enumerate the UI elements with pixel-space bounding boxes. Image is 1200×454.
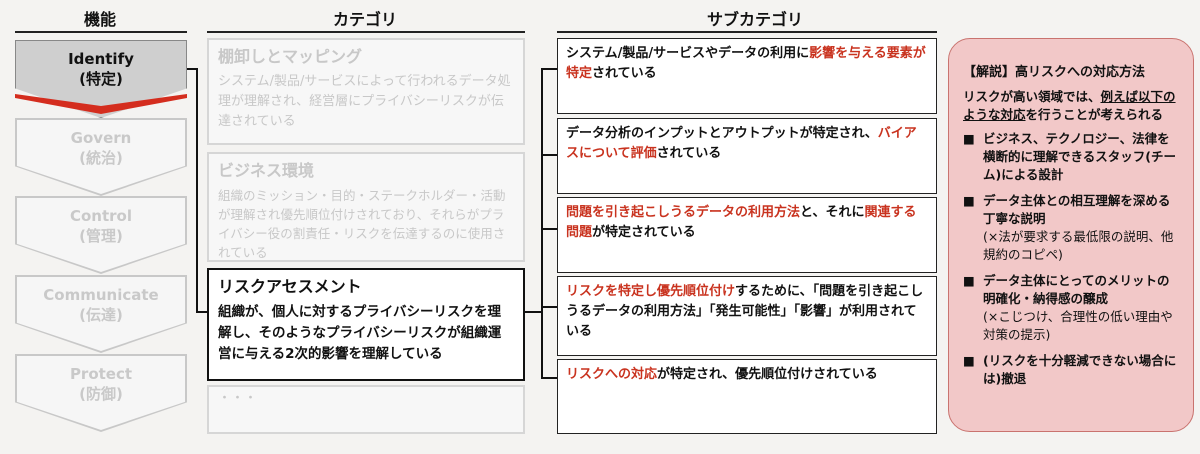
function-govern: Govern (統治) bbox=[15, 118, 187, 196]
category-title: ビジネス環境 bbox=[218, 161, 315, 180]
function-govern-ja: (統治) bbox=[79, 149, 123, 167]
sub-highlight: 問題を引き起こしうるデータの利用方法 bbox=[566, 205, 801, 220]
commentary-panel: 【解説】高リスクへの対応方法 リスクが高い領域では、例えば以下のような対応を行う… bbox=[948, 38, 1194, 432]
connector-sub-vertical bbox=[541, 68, 543, 379]
bullet-icon: ■ bbox=[963, 273, 975, 288]
commentary-intro: リスクが高い領域では、例えば以下のような対応を行うことが考えられる bbox=[963, 88, 1181, 124]
commentary-item: ■ データ主体との相互理解を深める丁寧な説明(×法が要求する最低限の説明、他規約の… bbox=[963, 192, 1181, 264]
category-header: カテゴリ bbox=[332, 10, 397, 29]
connector-sub-4 bbox=[541, 306, 557, 308]
subcategory-risk-prioritization: リスクを特定し優先順位付けするために、「問題を引き起こしうるデータの利用方法」「… bbox=[557, 276, 937, 356]
sub-highlight: バイアスについて評価 bbox=[566, 126, 917, 161]
commentary-item: ■ データ主体にとってのメリットの明確化・納得感の醸成(×こじつけ、合理性の低い理… bbox=[963, 272, 1181, 344]
function-header: 機能 bbox=[83, 10, 116, 29]
category-more: ・・・ bbox=[207, 385, 525, 434]
item-main: データ主体との相互理解を深める丁寧な説明 bbox=[983, 193, 1171, 226]
bullet-icon: ■ bbox=[963, 131, 975, 146]
sub-highlight: 関連する問題 bbox=[566, 205, 917, 240]
category-business-environment: ビジネス環境 組織のミッション・目的・ステークホルダー・活動が理解され優先順位付… bbox=[207, 152, 525, 262]
function-control-en: Control bbox=[69, 207, 132, 225]
connector-sub-2 bbox=[541, 154, 557, 156]
function-protect-en: Protect bbox=[69, 365, 133, 383]
bullet-icon: ■ bbox=[963, 353, 975, 368]
function-identify-en: Identify bbox=[68, 50, 134, 68]
category-title: 棚卸しとマッピング bbox=[218, 47, 363, 66]
function-communicate-en: Communicate bbox=[43, 286, 159, 304]
subcategory-problematic-use: 問題を引き起こしうるデータの利用方法と、それに関連する問題が特定されている bbox=[557, 197, 937, 273]
sub-text: するために、「問題を引き起こしうるデータの利用方法」「発生可能性」「影響」が利用… bbox=[566, 284, 924, 339]
sub-highlight: リスクへの対応 bbox=[566, 367, 658, 382]
intro-underlined: 例えば以下のような対応 bbox=[963, 89, 1176, 122]
item-main: (リスクを十分軽減できない場合には)撤退 bbox=[983, 353, 1177, 386]
item-main: データ主体にとってのメリットの明確化・納得感の醸成 bbox=[983, 273, 1170, 306]
function-control: Control (管理) bbox=[15, 196, 187, 274]
function-identify-ja: (特定) bbox=[79, 70, 123, 88]
function-header-line bbox=[15, 31, 187, 33]
sub-text: と、それに bbox=[800, 205, 865, 220]
sub-highlight: リスクを特定し優先順位付け bbox=[566, 284, 736, 299]
sub-text: が特定され、優先順位付けされている bbox=[657, 367, 878, 382]
sub-text: が特定されている bbox=[592, 225, 696, 240]
connector-cat-stub bbox=[525, 311, 542, 313]
category-risk-assessment: リスクアセスメント 組織が、個人に対するプライバシーリスクを理解し、そのようなプ… bbox=[207, 268, 525, 381]
category-inventory-mapping: 棚卸しとマッピング システム/製品/サービスによって行われるデータ処理が理解され… bbox=[207, 38, 525, 145]
category-desc: 組織のミッション・目的・ステークホルダー・活動が理解され優先順位付けされており、… bbox=[218, 188, 506, 260]
commentary-item: ■ (リスクを十分軽減できない場合には)撤退 bbox=[963, 352, 1181, 388]
category-header-line bbox=[207, 31, 525, 33]
connector-sub-5 bbox=[541, 377, 557, 379]
intro-text: を行うことが考えられる bbox=[1025, 107, 1164, 122]
sub-text: されている bbox=[592, 66, 657, 81]
subcategory-header-line bbox=[557, 31, 937, 33]
connector-func-to-cat bbox=[196, 311, 207, 313]
connector-func-vertical bbox=[196, 68, 198, 312]
subcategory-bias-evaluation: データ分析のインプットとアウトプットが特定され、バイアスについて評価されている bbox=[557, 118, 937, 194]
function-govern-en: Govern bbox=[70, 129, 132, 147]
bullet-icon: ■ bbox=[963, 193, 975, 208]
sub-text: システム/製品/サービスやデータの利用に bbox=[566, 46, 810, 61]
subcategory-header: サブカテゴリ bbox=[706, 10, 803, 29]
category-title: リスクアセスメント bbox=[218, 277, 362, 296]
connector-sub-3 bbox=[541, 228, 557, 230]
function-communicate: Communicate (伝達) bbox=[15, 275, 187, 353]
commentary-item: ■ ビジネス、テクノロジー、法律を横断的に理解できるスタッフ(チーム)による設計 bbox=[963, 130, 1181, 184]
connector-func-stub bbox=[187, 68, 197, 70]
function-communicate-ja: (伝達) bbox=[79, 306, 123, 324]
commentary-list: ■ビジネス、テクノロジー、法律を横断的に理解できるスタッフ(チーム)による設計 … bbox=[963, 130, 1181, 388]
subcategory-risk-response: リスクへの対応が特定され、優先順位付けされている bbox=[557, 359, 937, 434]
item-sub: (×法が要求する最低限の説明、他規約のコピペ) bbox=[983, 229, 1174, 262]
sub-text: されている bbox=[656, 146, 722, 161]
item-main: ビジネス、テクノロジー、法律を横断的に理解できるスタッフ(チーム)による設計 bbox=[983, 131, 1176, 182]
category-desc: システム/製品/サービスによって行われるデータ処理が理解され、経営層にプライバシ… bbox=[218, 74, 511, 129]
subcategory-impact-factors: システム/製品/サービスやデータの利用に影響を与える要素が特定されている bbox=[557, 38, 937, 114]
function-identify: Identify (特定) bbox=[15, 40, 187, 118]
intro-text: リスクが高い領域では、 bbox=[963, 89, 1101, 104]
function-protect: Protect (防御) bbox=[15, 354, 187, 432]
sub-highlight: 影響を与える要素が特定 bbox=[566, 46, 926, 81]
commentary-title: 【解説】高リスクへの対応方法 bbox=[963, 65, 1146, 80]
category-ellipsis: ・・・ bbox=[218, 391, 258, 406]
connector-sub-1 bbox=[541, 68, 557, 70]
category-desc: 組織が、個人に対するプライバシーリスクを理解し、そのようなプライバシーリスクが組… bbox=[218, 304, 502, 362]
sub-text: データ分析のインプットとアウトプットが特定され、 bbox=[566, 126, 878, 141]
item-sub: (×こじつけ、合理性の低い理由や対策の提示) bbox=[983, 309, 1173, 342]
function-control-ja: (管理) bbox=[79, 227, 123, 245]
function-protect-ja: (防御) bbox=[79, 385, 123, 403]
